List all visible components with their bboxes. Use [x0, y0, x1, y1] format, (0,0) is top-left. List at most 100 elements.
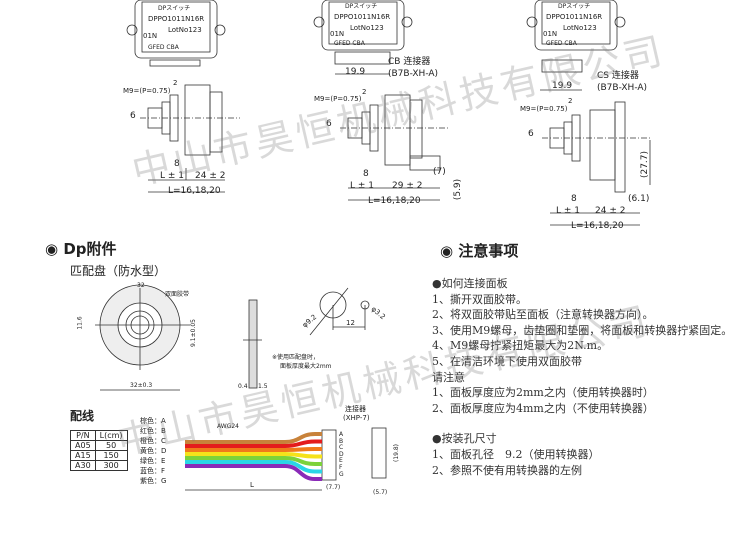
face-pins: GFED CBA	[148, 44, 179, 51]
gap-dim: 2	[173, 79, 178, 87]
depth-dim: 8	[363, 169, 369, 179]
thread-dim: M9=(P=0.75)	[520, 105, 568, 113]
switch-side-2	[340, 94, 450, 201]
awg-label: AWG24	[217, 423, 239, 430]
face-pins: GFED CBA	[546, 40, 577, 47]
note-line: 1、面板厚度应为2mm之内（使用转换器时）	[432, 386, 654, 400]
face-lot: LotNo123	[350, 24, 384, 32]
disk-left-dim: 11.6	[76, 316, 84, 330]
offset-dim: (6.1)	[628, 194, 650, 204]
cable-length: L	[250, 481, 254, 489]
hole-drawing	[309, 287, 370, 336]
notes-body: ●如何连接面板 1、撕开双面胶带。 2、将双面胶带贴至面板（注意转换器方向）。 …	[432, 276, 732, 478]
wire-bundle	[185, 432, 322, 481]
wire	[185, 452, 322, 459]
note-line: 2、将双面胶带贴至面板（注意转换器方向）。	[432, 308, 654, 322]
accessories-heading: ◉ Dp附件	[45, 238, 117, 259]
matching-disk-drawing	[95, 284, 190, 391]
length-dim: L=16,18,20	[368, 196, 421, 206]
plate-t2: 1.5	[258, 383, 268, 390]
face-pins: GFED CBA	[334, 40, 365, 47]
wire-label: 棕色：A	[140, 417, 166, 425]
bullseye-icon: ◉	[440, 242, 454, 260]
cell: 300	[94, 460, 128, 471]
plate-t1: 0.4	[238, 383, 248, 390]
depth-dim: 8	[571, 194, 577, 204]
face-lot: LotNo123	[563, 24, 597, 32]
note-line: 2、参照不使有用转换器的左例	[432, 463, 582, 477]
width-dim: 19.9	[345, 67, 366, 77]
switch-face-3	[526, 0, 626, 91]
connector-label: 连接器	[345, 405, 366, 413]
section-title: 请注意	[432, 370, 465, 384]
thread-dim: M9=(P=0.75)	[123, 87, 171, 95]
connector-height: (19.8)	[393, 443, 401, 463]
body-dim: 29 ± 2	[392, 181, 423, 191]
cell: A30	[70, 460, 96, 471]
switch-side-3	[542, 101, 651, 226]
shaft-dim: 6	[528, 129, 534, 139]
note-line: 3、使用M9螺母，齿垫圈和垫圈，将面板和转换器拧紧固定。	[432, 323, 733, 337]
connector-width: (5.7)	[373, 489, 388, 496]
connector-model: (B7B-XH-A)	[597, 83, 648, 93]
connector-height-dim: (5.9)	[453, 178, 464, 201]
cell: A05	[70, 440, 96, 451]
cell: A15	[70, 450, 96, 461]
length-dim: L=16,18,20	[571, 221, 624, 231]
plate-note: ※使用匹配盘时，	[272, 354, 320, 361]
face-brand: DPスイッチ	[158, 5, 191, 12]
body-dim: 24 ± 2	[595, 206, 626, 216]
thread-dim: M9=(P=0.75)	[314, 95, 362, 103]
notes-heading: ◉ 注意事项	[440, 240, 518, 261]
connector-label: CB 连接器	[388, 57, 431, 67]
connector-label: CS 连接器	[597, 71, 639, 81]
height-dim: (27.7)	[640, 150, 651, 179]
wire	[185, 447, 322, 452]
wire-label: 橙色：C	[140, 437, 166, 445]
disk-top-dim: 32	[137, 282, 145, 289]
face-model: DPPO1011N16R	[546, 13, 603, 21]
connector-model: (XHP-7)	[343, 414, 370, 422]
notes-title: 注意事项	[458, 242, 519, 260]
length-dim: L=16,18,20	[168, 186, 221, 196]
switch-side-1	[140, 84, 240, 193]
connector-depth: (7.7)	[326, 484, 341, 491]
gap-dim: 2	[568, 97, 573, 105]
switch-face-1	[126, 0, 226, 67]
wire	[185, 464, 322, 481]
section-title: ●如何连接面板	[432, 277, 508, 290]
note-line: 1、面板孔径 9.2（使用转换器）	[432, 447, 600, 461]
face-brand: DPスイッチ	[558, 3, 591, 10]
wire	[185, 456, 322, 466]
shaft-dim: 6	[326, 119, 332, 129]
wire-label: 紫色：G	[140, 477, 167, 485]
disk-bottom-dim: 32±0.3	[130, 382, 153, 389]
connector-model: (B7B-XH-A)	[388, 69, 439, 79]
accessories-subtitle: 匹配盘（防水型）	[70, 264, 167, 278]
face-brand: DPスイッチ	[345, 3, 378, 10]
face-code: 01N	[143, 32, 158, 40]
accessories-title: Dp附件	[63, 240, 117, 258]
disk-right-dim: 9.1±0.05	[189, 319, 197, 347]
section-title: ●按装孔尺寸	[432, 432, 497, 446]
plate-note: 面板厚度最大2mm	[280, 363, 332, 370]
disk-side-drawing	[243, 299, 262, 389]
cell: 150	[94, 450, 128, 461]
wire	[185, 439, 322, 448]
face-code: 01N	[330, 30, 345, 38]
shaft-dim: 6	[130, 111, 136, 121]
connector-pins: ABCDEFG	[339, 431, 344, 478]
face-lot: LotNo123	[168, 26, 202, 34]
wire	[185, 460, 322, 474]
face-code: 01N	[543, 30, 558, 38]
width-dim: 19.9	[552, 81, 573, 91]
tape-label: 双面胶带	[165, 291, 190, 298]
header-length: L(cm)	[94, 430, 128, 441]
wire-label: 绿色：E	[140, 457, 166, 465]
l1-dim: L ± 1	[160, 171, 185, 181]
